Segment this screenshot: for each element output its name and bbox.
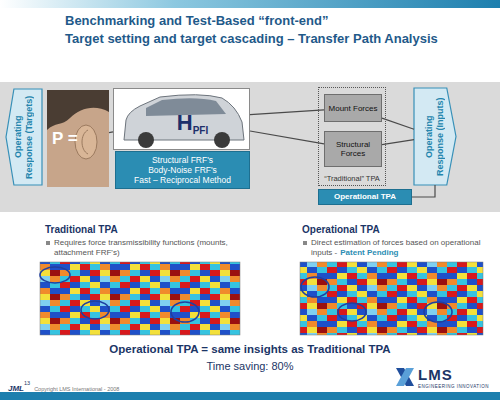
method-box: Structural FRF'sBody-Noise FRF'sFast – R… [115, 151, 250, 189]
target-chevron: Operating Response (Targets) [6, 89, 42, 185]
photo-ear-fold [82, 130, 88, 154]
group-label: “Traditional” TPA [324, 174, 380, 183]
copyright-note: Copyright LMS International - 2008 [34, 386, 119, 392]
subtitle: Target setting and target cascading – Tr… [65, 31, 495, 47]
box-text: Mount Forces [329, 104, 378, 113]
heatmap [40, 262, 240, 335]
box-text: Fast – Reciprocal Method [134, 175, 231, 185]
emphasis-text: Patent Pending [340, 248, 398, 257]
highlight-ellipse [338, 303, 366, 321]
highlight-ellipse [81, 301, 109, 319]
photo-ear [75, 125, 97, 159]
logo-tagline: ENGINEERING INNOVATION [418, 384, 498, 389]
text-line: JML13Copyright LMS International - 2008 [8, 377, 228, 395]
top-band [0, 0, 500, 8]
tpa-group: “Traditional” TPA Mount ForcesStructural … [318, 87, 386, 186]
photo-skin [47, 90, 109, 187]
car-panel [113, 88, 250, 150]
summary-text: Operational TPA = same insights as Tradi… [0, 343, 500, 355]
highlight-ellipse [40, 267, 70, 283]
symbol-text: PFI [193, 125, 209, 136]
symbol-text: H [177, 110, 193, 136]
bullet-text: Requires force transmissibility function… [54, 238, 244, 258]
logo-text: LMS [418, 366, 488, 383]
logo-mark [396, 368, 414, 386]
photo-hair [47, 90, 109, 130]
box-text: Body-Noise FRF's [148, 165, 217, 175]
bullet [46, 241, 50, 245]
connector-line [250, 131, 324, 144]
chevron-label: Operating Response (Targets) [13, 95, 35, 179]
connector-line [412, 185, 435, 197]
car-wheel [214, 132, 230, 148]
text-line: Direct estimation of forces based on ope… [311, 238, 493, 258]
highlight-ellipse [171, 302, 199, 322]
bullet [303, 241, 307, 245]
transfer-function-box: HPFI [113, 88, 250, 150]
connector-line [250, 110, 324, 115]
heatmap [300, 262, 483, 335]
photo-label: P = [52, 129, 78, 149]
box-text: Structural FRF's [152, 155, 213, 165]
logo-mark [396, 368, 414, 386]
connector-line [382, 118, 414, 129]
chevron-shape [6, 89, 42, 185]
photo-box: P = [47, 90, 109, 187]
bottom-band [0, 392, 500, 400]
force-box: Mount Forces [324, 94, 382, 122]
highlight-ellipse [301, 277, 329, 297]
chevron-shape [414, 88, 456, 185]
box-text: Structural Forces [328, 140, 378, 158]
author-code: JML [8, 384, 24, 393]
force-box: Structural Forces [324, 131, 382, 167]
gray-panel [0, 82, 500, 212]
car-wheel [138, 132, 154, 148]
section-heading: Traditional TPA [45, 224, 245, 235]
tpa-box: Operational TPA [318, 189, 412, 205]
connector-line [382, 140, 414, 145]
input-chevron: Operating Response (Inputs) [414, 88, 456, 185]
page-number: 13 [24, 380, 30, 386]
slide-title: Benchmarking and Test-Based “front-end” [65, 13, 495, 29]
box-text: Operational TPA [334, 192, 396, 202]
chevron-label: Operating Response (Inputs) [424, 95, 446, 179]
highlight-ellipse [424, 302, 452, 322]
section-heading: Operational TPA [302, 224, 492, 235]
